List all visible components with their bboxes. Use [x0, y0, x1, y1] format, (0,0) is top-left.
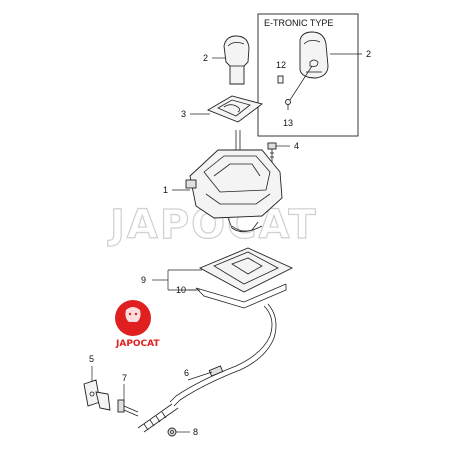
callout-1: 1	[163, 185, 168, 195]
inset-title: E-TRONIC TYPE	[264, 18, 333, 28]
etronic-knob	[299, 31, 329, 79]
inset-frame	[257, 13, 359, 137]
callout-3: 3	[181, 109, 186, 119]
part-7-pin	[117, 399, 139, 417]
part-13-screw	[285, 99, 291, 110]
part-10-gasket	[195, 283, 287, 309]
part-5-bracket	[83, 379, 111, 411]
callout-7: 7	[122, 373, 127, 383]
callout-2: 2	[203, 53, 208, 63]
part-3-indicator-plate	[206, 95, 264, 123]
callout-13: 13	[283, 118, 293, 128]
part-8-nut	[167, 427, 177, 437]
callout-8: 8	[193, 427, 198, 437]
part-9-base-plate	[198, 247, 294, 293]
part-1-shifter-housing	[185, 130, 283, 232]
part-2-shift-knob	[223, 35, 250, 85]
leader-13-knob	[289, 65, 313, 101]
callout-4: 4	[294, 141, 299, 151]
leader-6	[187, 371, 213, 381]
part-6-control-cable	[137, 303, 277, 433]
callout-5: 5	[89, 354, 94, 364]
callout-6: 6	[184, 368, 189, 378]
callout-12: 12	[276, 60, 286, 70]
callout-2-inset: 2	[366, 49, 371, 59]
callout-10: 10	[176, 285, 186, 295]
japocat-logo: JAPOCAT	[115, 300, 160, 349]
callout-9: 9	[141, 275, 146, 285]
etronic-inset: E-TRONIC TYPE 2 12 13	[257, 13, 371, 137]
part-12-clip	[277, 75, 284, 84]
logo-text: JAPOCAT	[115, 339, 160, 349]
